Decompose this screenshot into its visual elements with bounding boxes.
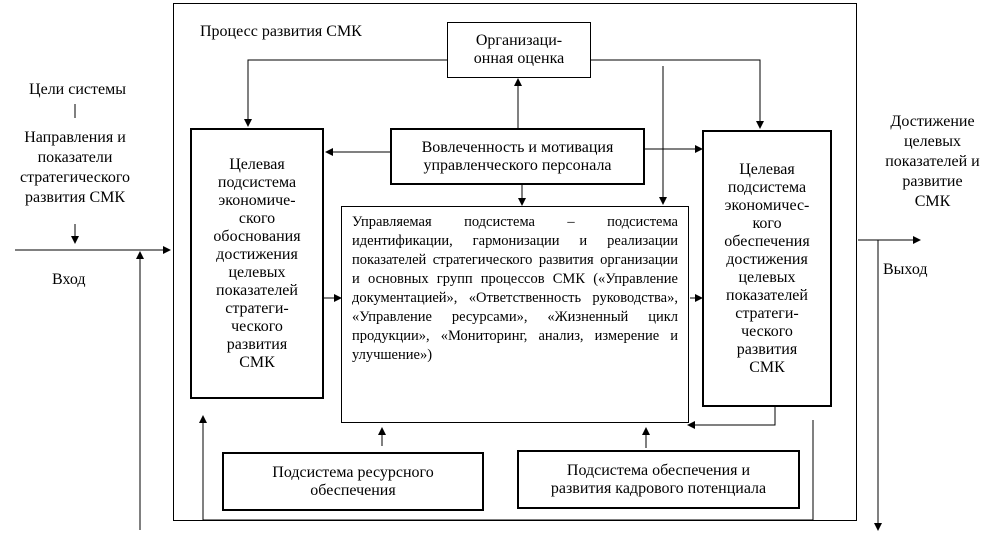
org-to-left-arrow <box>244 59 447 127</box>
input-label: Вход <box>52 271 86 288</box>
right-subsystem-box: Целевая подсистема экономичес- кого обес… <box>702 130 832 407</box>
org-to-right-arrow <box>591 59 764 129</box>
resource-subsystem-label: Подсистема ресурсного обеспечения <box>272 463 434 499</box>
system-goals-label: Цели системы <box>29 81 126 98</box>
personnel-subsystem-box: Подсистема обеспечения и развития кадров… <box>517 450 800 509</box>
right-subsystem-label: Целевая подсистема экономичес- кого обес… <box>724 160 810 376</box>
involvement-box: Вовлеченность и мотивация управленческог… <box>390 128 645 185</box>
output-label: Выход <box>883 261 928 278</box>
directions-label: Направления и показатели стратегического… <box>20 129 130 206</box>
involvement-label: Вовлеченность и мотивация управленческог… <box>421 138 614 174</box>
left-subsystem-label: Целевая подсистема экономиче- ского обос… <box>213 155 301 371</box>
org-assessment-label: Организаци- онная оценка <box>473 32 565 67</box>
right-feedback-arrow <box>687 407 776 429</box>
process-title: Процесс развития СМК <box>200 23 362 40</box>
left-subsystem-box: Целевая подсистема экономиче- ского обос… <box>190 128 324 399</box>
bottom-feedback-arrow <box>199 415 814 521</box>
managed-subsystem-label: Управляемая подсистема – подсистема иден… <box>352 214 678 363</box>
org-assessment-box: Организаци- онная оценка <box>447 22 591 78</box>
personnel-subsystem-label: Подсистема обеспечения и развития кадров… <box>550 461 767 497</box>
resource-subsystem-box: Подсистема ресурсного обеспечения <box>222 452 484 511</box>
achievement-label: Достижение целевых показателей и развити… <box>885 113 980 210</box>
managed-subsystem-box: Управляемая подсистема – подсистема иден… <box>341 206 689 423</box>
